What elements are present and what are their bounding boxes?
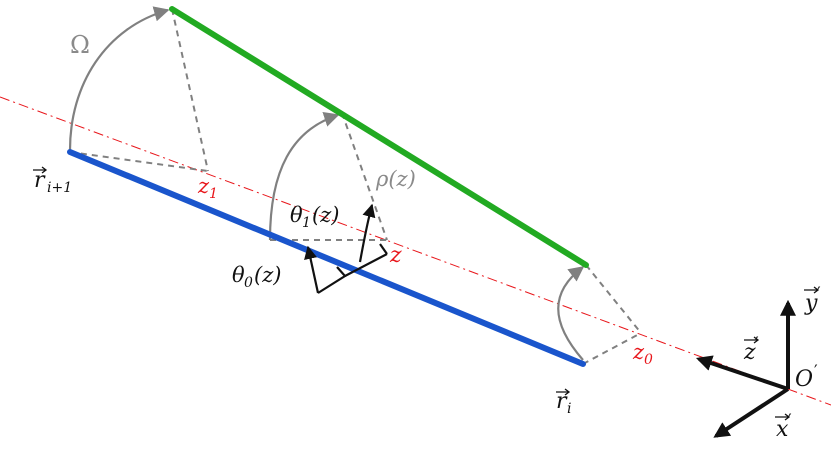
label-theta0-main: θ xyxy=(232,263,245,287)
local-frame xyxy=(304,203,388,294)
theta1-arrow xyxy=(358,203,376,263)
construction-lines xyxy=(69,8,642,365)
label-x-prime-main: x xyxy=(776,417,789,442)
label-theta0: θ 0 (z) xyxy=(232,263,281,291)
label-theta1-main: θ xyxy=(290,203,303,227)
label-rho: ρ(z) xyxy=(375,167,416,191)
label-z0: z 0 xyxy=(632,340,653,368)
prime-mark: ′ xyxy=(755,333,759,352)
label-z0-sub: 0 xyxy=(644,352,653,368)
label-r-i-main: r xyxy=(556,389,568,414)
label-z-prime-main: z xyxy=(743,340,756,365)
label-y-prime: y ′ xyxy=(804,283,821,316)
label-theta0-sub: 0 xyxy=(244,275,253,291)
label-r-i: r i xyxy=(556,388,571,417)
label-z1-main: z xyxy=(197,174,210,198)
label-r-i-sub: i xyxy=(567,401,571,417)
omega-arc xyxy=(68,6,170,151)
vector-arrow-icon xyxy=(33,166,48,174)
label-z0-main: z xyxy=(632,340,645,364)
label-z1-sub: 1 xyxy=(209,186,218,202)
label-theta1: θ 1 (z) xyxy=(290,203,339,231)
prime-mark: ′ xyxy=(814,361,818,380)
label-x-prime: x ′ xyxy=(775,410,792,442)
x-prime-axis-arrow xyxy=(713,387,790,438)
dashed-line-rho xyxy=(341,112,388,241)
label-origin: O ′ xyxy=(795,361,818,392)
label-omega: Ω xyxy=(70,31,90,59)
label-theta0-arg: (z) xyxy=(254,263,281,287)
vector-arrow-icon xyxy=(804,286,820,294)
frame-base-line xyxy=(344,253,388,277)
rotation-arcs xyxy=(68,6,585,361)
label-origin-main: O xyxy=(795,367,813,392)
dashed-line-top-to-z1 xyxy=(171,8,209,172)
theta0-frame-lines xyxy=(317,266,347,294)
dashed-line-rplus1-to-z1 xyxy=(69,151,209,172)
label-z-prime: z ′ xyxy=(743,333,760,365)
label-r-i-plus-1-sub: i+1 xyxy=(47,180,72,196)
vector-arrow-icon xyxy=(556,388,571,396)
theta0-arrow xyxy=(304,245,320,294)
right-arc xyxy=(557,266,585,361)
label-y-prime-main: y xyxy=(804,291,818,316)
vector-arrow-icon xyxy=(775,413,791,421)
blue-segment xyxy=(67,149,586,367)
label-z: z xyxy=(389,243,402,268)
prime-mark: ′ xyxy=(788,410,792,429)
dashed-line-green-end-to-z0 xyxy=(585,264,642,334)
label-z1: z 1 xyxy=(197,174,218,202)
label-r-i-plus-1: r i+1 xyxy=(33,166,72,196)
coordinate-axes xyxy=(695,299,796,438)
label-theta1-sub: 1 xyxy=(302,215,311,231)
label-r-i-plus-1-main: r xyxy=(34,168,46,193)
z-prime-axis-arrow xyxy=(695,355,789,391)
frame-right-tick xyxy=(379,243,388,255)
axis-dashdot-line xyxy=(0,96,831,406)
vector-arrow-icon xyxy=(744,336,760,344)
label-theta1-arg: (z) xyxy=(312,203,339,227)
prime-mark: ′ xyxy=(817,283,821,302)
middle-arc xyxy=(268,111,340,241)
green-segment xyxy=(169,6,589,268)
